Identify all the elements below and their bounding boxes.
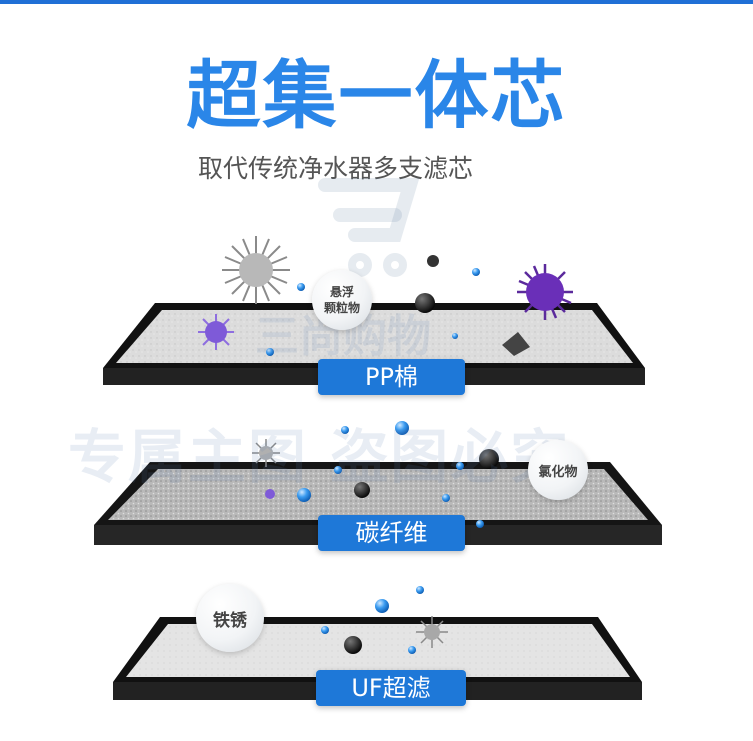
watermark-notice: 专属主图 盗图必究 <box>68 423 571 491</box>
gray-virus-icon <box>252 439 280 467</box>
black-particle-icon <box>354 482 370 498</box>
rust-bubble: 铁锈 <box>196 584 264 652</box>
black-particle-icon <box>479 449 499 469</box>
rust-label: 铁锈 <box>213 610 247 631</box>
carbon-fiber-label: 碳纤维 <box>318 515 465 551</box>
carbon-fiber-layer <box>94 462 662 545</box>
black-particle-icon <box>415 293 435 313</box>
suspended-particles-bubble: 悬浮 颗粒物 <box>312 270 372 330</box>
suspended-particles-label: 悬浮 颗粒物 <box>323 285 360 315</box>
cart-logo-watermark <box>318 178 420 277</box>
chloride-bubble: 氯化物 <box>528 440 588 500</box>
uf-ultrafiltration-label: UF超滤 <box>316 670 466 706</box>
purple-virus-icon <box>198 314 234 350</box>
black-particle-icon <box>502 332 530 356</box>
black-particle-icon <box>427 255 439 267</box>
purple-particle-icon <box>265 489 275 499</box>
headline: 超集一体芯 <box>186 53 567 139</box>
subheadline: 取代传统净水器多支滤芯 <box>198 154 474 183</box>
gray-virus-icon <box>222 236 290 304</box>
purple-virus-icon <box>517 264 573 320</box>
chloride-label: 氯化物 <box>538 464 578 480</box>
water-droplet-icon <box>266 268 484 654</box>
top-accent-bar <box>0 0 753 4</box>
black-particle-icon <box>344 636 362 654</box>
pp-cotton-label: PP棉 <box>318 359 465 395</box>
gray-virus-icon <box>416 616 448 648</box>
